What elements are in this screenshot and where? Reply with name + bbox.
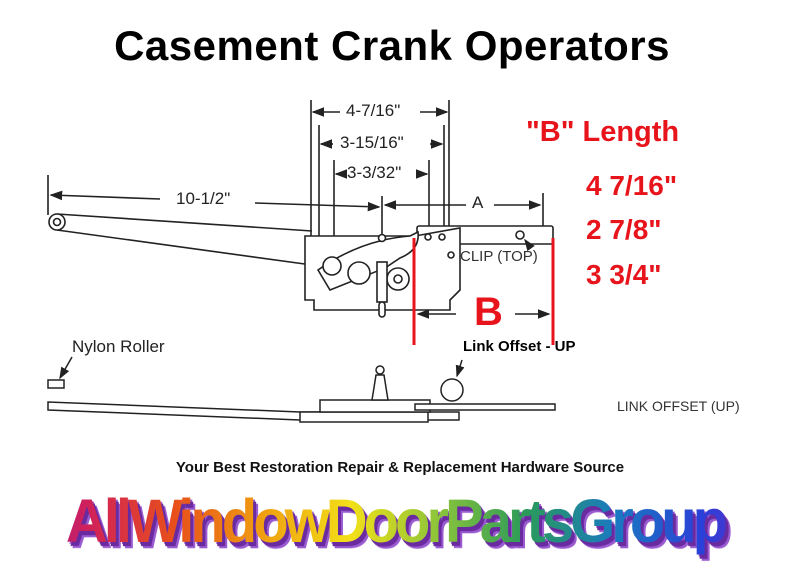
tagline: Your Best Restoration Repair & Replaceme… <box>175 459 625 476</box>
link-offset-callout: Link Offset - UP <box>463 338 576 355</box>
operator-top-view <box>48 213 554 318</box>
b-length-value: 4 7/16" <box>586 170 678 201</box>
dimension-label-4-7-16: 4-7/16" <box>346 101 401 120</box>
operator-side-view <box>47 238 556 423</box>
b-length-value: 3 3/4" <box>586 259 662 290</box>
page-title: Casement Crank Operators <box>114 22 670 69</box>
dimension-lines <box>47 100 544 262</box>
clip-label: CLIP (TOP) <box>460 248 538 265</box>
dimension-label-arm-length: 10-1/2" <box>176 189 231 208</box>
b-dimension-label: B <box>474 290 503 334</box>
b-length-heading: "B" Length <box>526 116 680 148</box>
brand-logo: AllWindowDoorPartsGroup <box>0 486 790 556</box>
nylon-roller-label: Nylon Roller <box>72 337 165 356</box>
link-offset-caption: LINK OFFSET (UP) <box>617 398 740 414</box>
dimension-label-3-3-32: 3-3/32" <box>347 163 402 182</box>
dimension-label-3-15-16: 3-15/16" <box>340 133 404 152</box>
b-length-value: 2 7/8" <box>586 214 662 245</box>
b-length-marker <box>412 238 555 345</box>
dimension-label-a: A <box>472 193 484 212</box>
